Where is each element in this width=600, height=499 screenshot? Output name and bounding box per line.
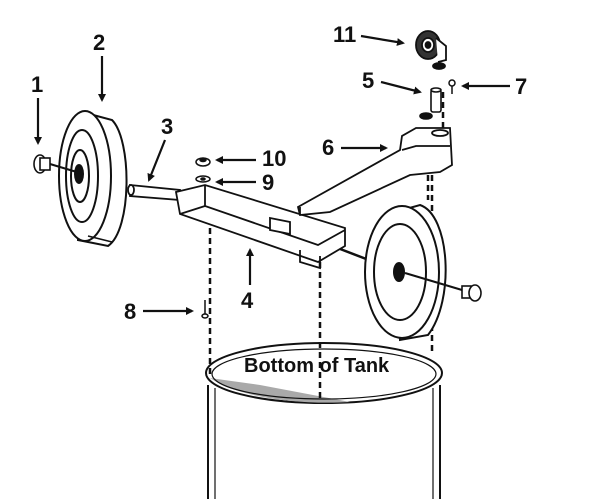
callout-label-10: 10 [262,146,286,171]
callout-arrow-5 [380,80,422,95]
callout-arrows [34,34,510,315]
callout-label-4: 4 [241,288,254,313]
bracket-washer [195,175,211,183]
callout-label-5: 5 [362,68,374,93]
tank-bottom-shading [210,378,350,403]
callout-label-3: 3 [161,114,173,139]
callout-arrow-3 [147,139,167,182]
bracket-nut [195,157,211,167]
callout-label-1: 1 [31,72,43,97]
callout-label-9: 9 [262,170,274,195]
callout-label-7: 7 [515,74,527,99]
tank [205,342,443,499]
callout-label-8: 8 [124,299,136,324]
tank-caption: Bottom of Tank [244,355,390,377]
callout-label-6: 6 [322,135,334,160]
callout-arrow-11 [360,34,405,46]
wheel-bracket [174,184,346,270]
callout-label-2: 2 [93,30,105,55]
left-wheel-outer-face [58,110,112,242]
caster-screw [448,79,456,94]
left-axle-nut [33,154,81,174]
right-axle-nut [404,272,482,302]
caster-bracket [296,127,453,216]
caster-bushing [419,87,442,120]
caster-wheel [415,30,447,70]
right-wheel [364,203,447,342]
bracket-bolt [201,300,209,319]
left-wheel [58,110,128,248]
callout-label-11: 11 [333,22,356,47]
